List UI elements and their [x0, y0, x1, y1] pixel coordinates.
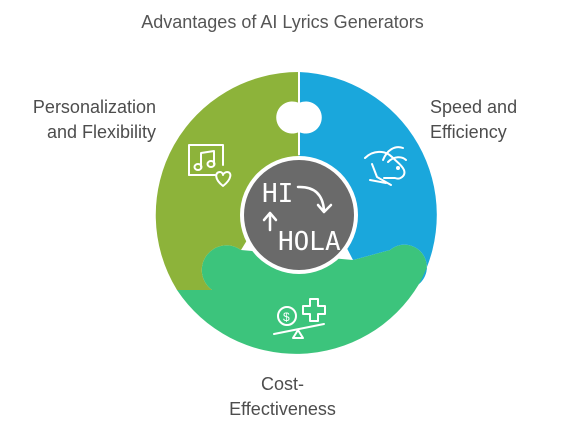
rabbit-icon	[364, 146, 407, 186]
label-line: Cost-	[260, 374, 304, 394]
music-note-heart-icon	[188, 144, 232, 187]
center-top-text: HI	[262, 179, 293, 209]
label-line: and Flexibility	[46, 122, 156, 142]
diagram-title: Advantages of AI Lyrics Generators	[141, 12, 424, 32]
center-circle	[244, 160, 354, 270]
segment-cost-effectiveness	[177, 244, 427, 354]
segment-speed-efficiency	[299, 72, 437, 284]
label-speed-efficiency: Speed and Efficiency	[430, 95, 560, 145]
label-line: Efficiency	[430, 122, 507, 142]
translate-arrows-icon	[262, 185, 333, 232]
label-cost-effectiveness: Cost- Effectiveness	[200, 372, 365, 422]
label-personalization-flexibility: Personalization and Flexibility	[4, 95, 156, 145]
coin-scale-plus-icon: $	[273, 298, 326, 339]
center-bottom-text: HOLA	[278, 227, 341, 257]
dollar-sign-icon: $	[283, 310, 290, 324]
label-line: Speed and	[430, 97, 518, 117]
label-line: Effectiveness	[229, 399, 336, 419]
label-line: Personalization	[32, 97, 156, 117]
